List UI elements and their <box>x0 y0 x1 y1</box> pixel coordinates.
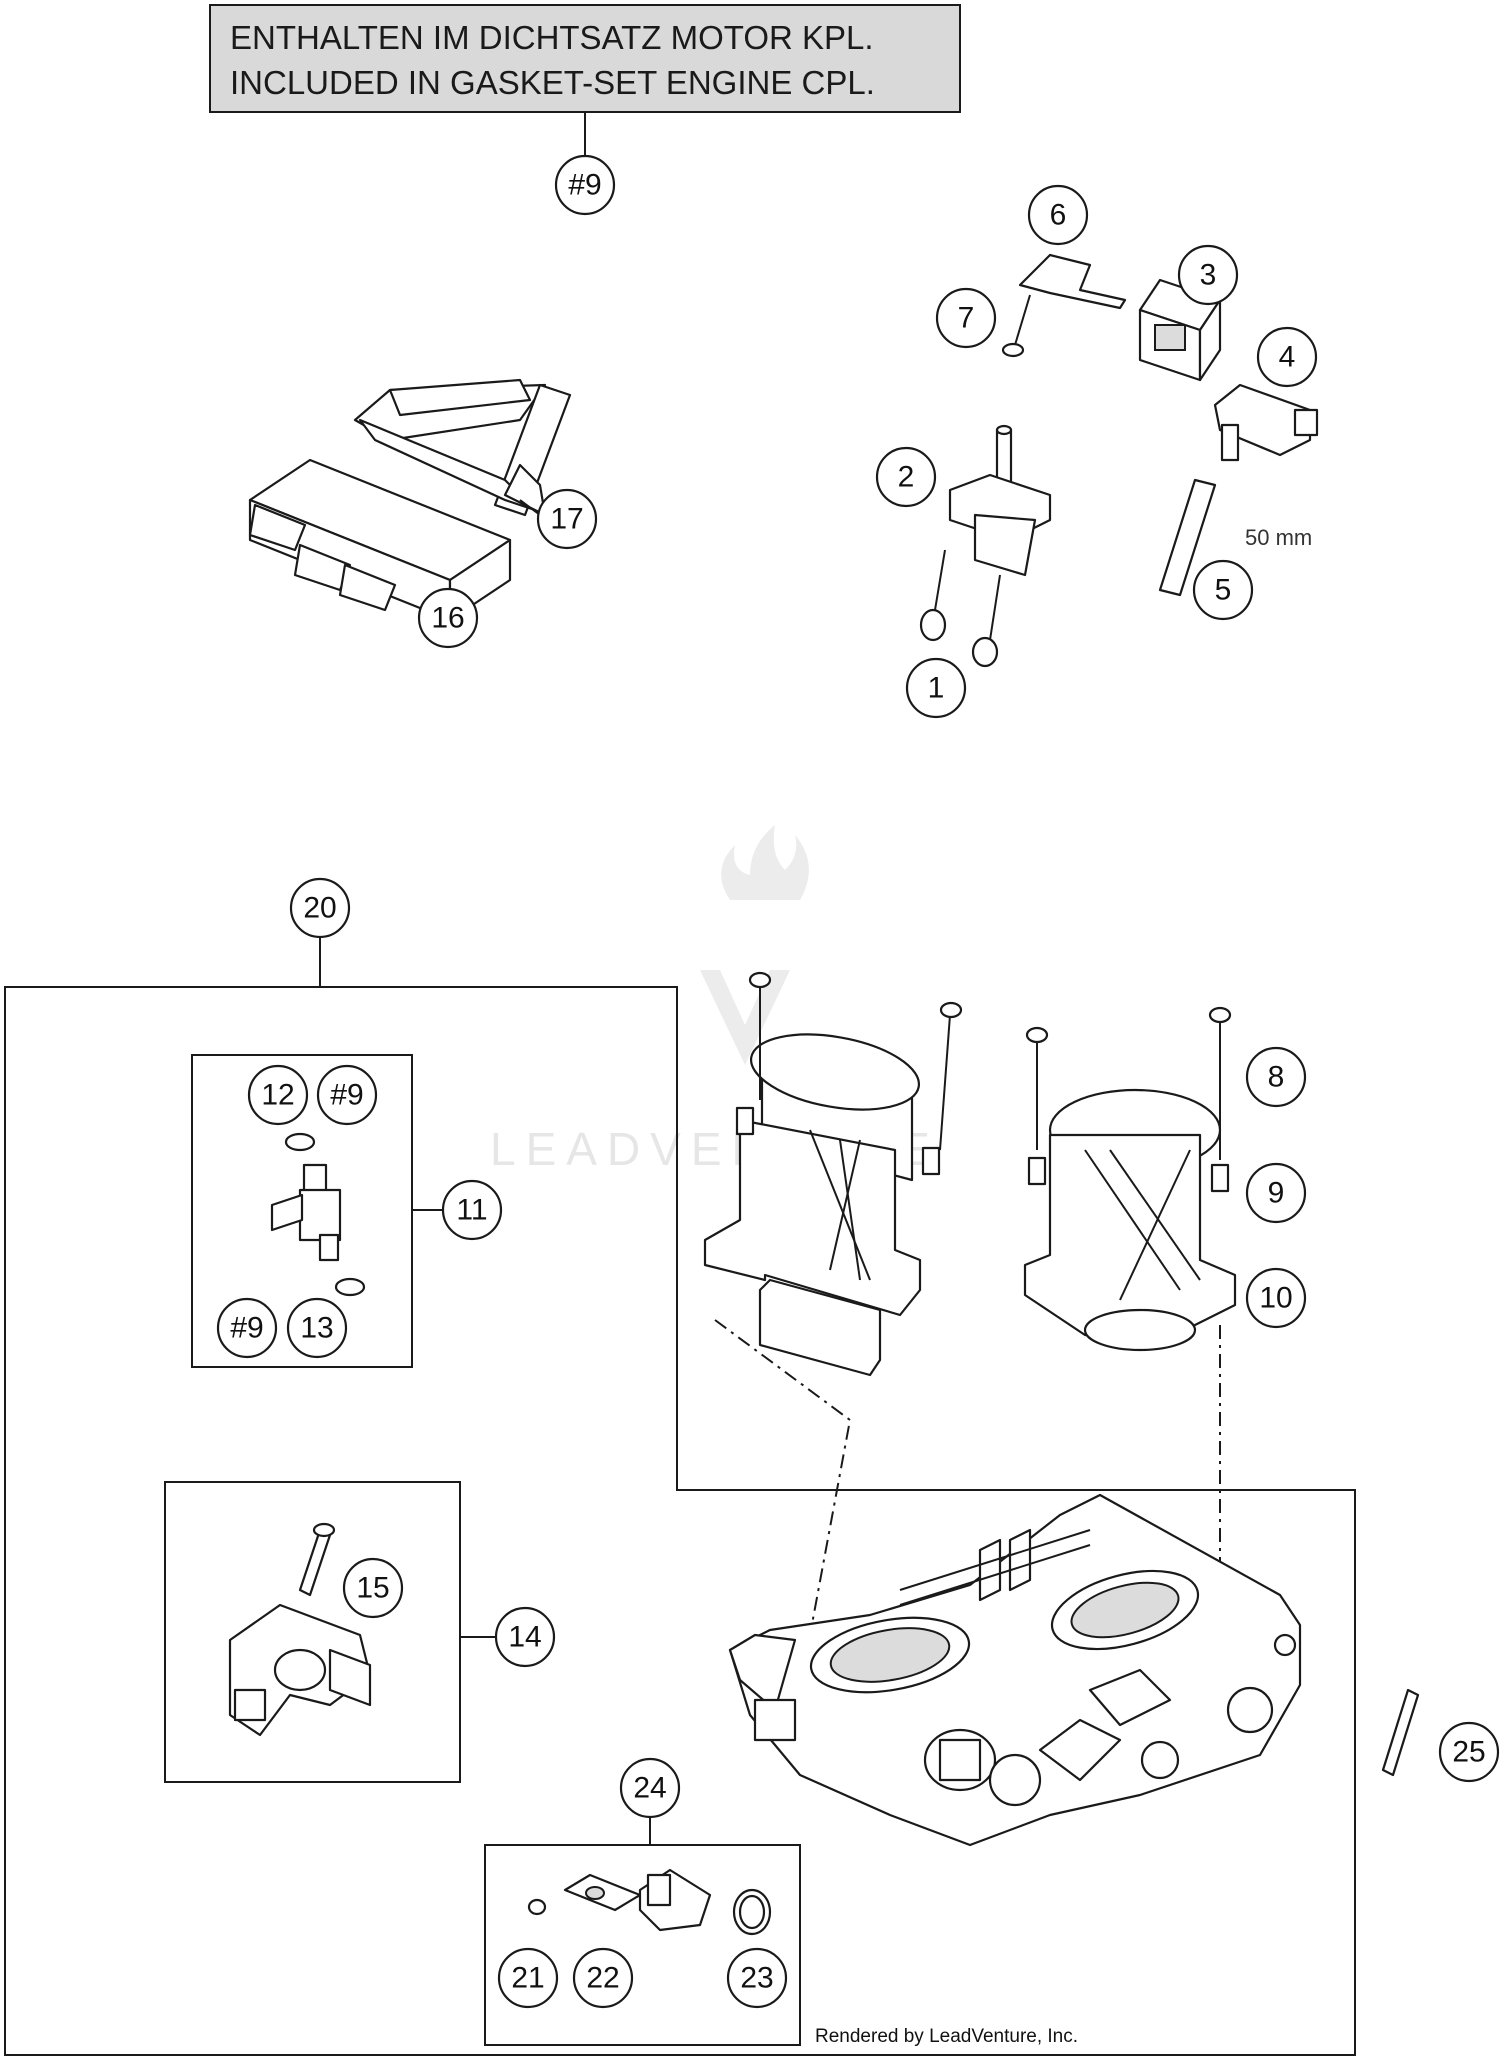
svg-text:4: 4 <box>1279 341 1296 374</box>
callout-14[interactable]: 14 <box>494 1606 556 1668</box>
callout-4[interactable]: 4 <box>1256 326 1318 388</box>
callout-gasket-ref-12[interactable]: #9 <box>316 1064 378 1126</box>
svg-text:14: 14 <box>508 1621 541 1654</box>
callout-20[interactable]: 20 <box>289 877 351 939</box>
funnel-screws-right <box>1025 1006 1232 1193</box>
svg-text:8: 8 <box>1268 1061 1285 1094</box>
callout-12[interactable]: 12 <box>247 1064 309 1126</box>
svg-text:#9: #9 <box>568 169 601 202</box>
callout-7[interactable]: 7 <box>935 287 997 349</box>
callout-24[interactable]: 24 <box>619 1757 681 1819</box>
sensor-part-2 <box>919 424 1052 668</box>
svg-text:12: 12 <box>261 1079 294 1112</box>
funnel-screws-left <box>735 971 963 1176</box>
callout-gasket-ref-13[interactable]: #9 <box>216 1297 278 1359</box>
throttle-body-part <box>728 1493 1302 1847</box>
gasket-note-line2: INCLUDED IN GASKET-SET ENGINE CPL. <box>230 64 875 101</box>
svg-text:1: 1 <box>928 672 945 705</box>
throttle-body-group-box <box>4 986 1356 2056</box>
svg-text:11: 11 <box>456 1194 487 1227</box>
callout-10[interactable]: 10 <box>1245 1267 1307 1329</box>
sensor-oring-part-23 <box>732 1888 772 1936</box>
svg-text:9: 9 <box>1268 1177 1285 1210</box>
sensor-part-23-body <box>638 1868 712 1932</box>
svg-text:6: 6 <box>1050 199 1067 232</box>
svg-text:22: 22 <box>586 1962 619 1995</box>
hose-part-5 <box>1158 478 1217 597</box>
callout-25[interactable]: 25 <box>1438 1721 1500 1783</box>
sensor-group-box <box>484 1844 801 2046</box>
svg-text:17: 17 <box>550 503 583 536</box>
svg-text:3: 3 <box>1200 259 1217 292</box>
callout-6[interactable]: 6 <box>1027 184 1089 246</box>
leader-17 <box>519 499 541 516</box>
svg-text:23: 23 <box>740 1962 773 1995</box>
svg-text:25: 25 <box>1452 1736 1485 1769</box>
pin-part-25 <box>1381 1688 1420 1777</box>
callout-22[interactable]: 22 <box>572 1947 634 2009</box>
callout-gasket-ref-top[interactable]: #9 <box>554 154 616 216</box>
svg-text:#9: #9 <box>230 1312 263 1345</box>
callout-15[interactable]: 15 <box>342 1557 404 1619</box>
callout-21[interactable]: 21 <box>497 1947 559 2009</box>
svg-text:13: 13 <box>300 1312 333 1345</box>
svg-text:7: 7 <box>958 302 975 335</box>
screw-part-7 <box>1001 294 1031 358</box>
intake-funnel-right-part <box>1023 1088 1237 1352</box>
svg-text:2: 2 <box>898 461 915 494</box>
idle-valve-part <box>228 1522 372 1737</box>
injector-part <box>270 1132 366 1297</box>
svg-text:15: 15 <box>356 1572 389 1605</box>
footer-credit: Rendered by LeadVenture, Inc. <box>815 2026 1078 2047</box>
svg-text:#9: #9 <box>330 1079 363 1112</box>
gasket-note-box <box>209 4 961 113</box>
gasket-note-line1: ENTHALTEN IM DICHTSATZ MOTOR KPL. <box>230 19 874 56</box>
callout-11[interactable]: 11 <box>441 1179 503 1241</box>
ecu-part <box>248 458 512 622</box>
callout-8[interactable]: 8 <box>1245 1046 1307 1108</box>
svg-text:16: 16 <box>431 602 464 635</box>
sensor-screw-part-21 <box>527 1898 547 1916</box>
callout-17[interactable]: 17 <box>536 488 598 550</box>
map-sensor-part-4 <box>1213 383 1319 462</box>
svg-text:10: 10 <box>1259 1282 1292 1315</box>
bracket-part-6 <box>1018 253 1127 310</box>
callout-23[interactable]: 23 <box>726 1947 788 2009</box>
callout-3[interactable]: 3 <box>1177 244 1239 306</box>
callout-1[interactable]: 1 <box>905 657 967 719</box>
callout-9[interactable]: 9 <box>1245 1162 1307 1224</box>
callout-13[interactable]: 13 <box>286 1297 348 1359</box>
svg-text:24: 24 <box>633 1772 666 1805</box>
callout-5[interactable]: 5 <box>1192 559 1254 621</box>
sensor-plate-part-22 <box>563 1873 642 1912</box>
svg-text:20: 20 <box>303 892 336 925</box>
svg-text:5: 5 <box>1215 574 1232 607</box>
hose-length-label: 50 mm <box>1245 525 1312 550</box>
assembly-line-left <box>714 1319 852 1636</box>
connector-part-3 <box>1138 278 1222 382</box>
callout-2[interactable]: 2 <box>875 446 937 508</box>
callout-16[interactable]: 16 <box>417 587 479 649</box>
svg-text:21: 21 <box>511 1962 544 1995</box>
idle-valve-group-box <box>164 1481 461 1783</box>
intake-funnel-left-part <box>703 1033 922 1377</box>
